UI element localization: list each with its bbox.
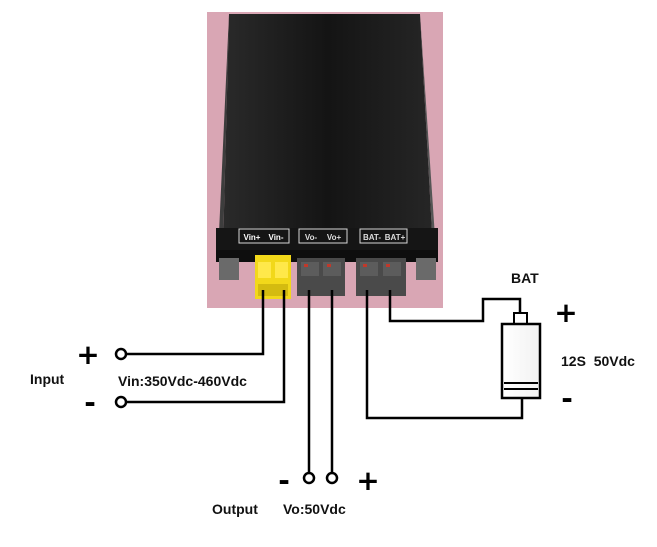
battery-plus-sign: + [554,296,577,329]
mounting-foot-right [416,258,436,280]
battery-minus-sign: - [561,382,573,415]
output-label: Output [212,501,258,517]
output-minus-sign: - [278,464,290,497]
terminal-label-vo-plus: Vo+ [327,233,342,242]
enclosure-left-edge [218,14,229,255]
converter-enclosure [223,14,433,250]
wire-input-plus [126,290,265,356]
battery-body [500,322,542,400]
terminal-label-bat-minus: BAT- [363,233,381,242]
battery-symbol [500,312,542,400]
wires [126,290,524,472]
terminal-output-minus [302,471,316,485]
terminals [114,347,339,485]
wire-input-minus [126,290,286,404]
input-minus-sign: - [84,386,96,419]
front-panel-strip [216,228,438,250]
terminal-output-plus [325,471,339,485]
terminal-input-minus [114,395,128,409]
terminal-label-vo-minus: Vo- [305,233,318,242]
terminal-labels: Vin+ Vin- Vo- Vo+ BAT- BAT+ [238,228,408,244]
wire-battery-minus [365,290,524,420]
terminal-label-vin-plus: Vin+ [244,233,261,242]
converter-photo: Vin+ Vin- Vo- Vo+ BAT- BAT+ [207,12,443,308]
mounting-foot-left [219,258,239,280]
output-plus-sign: + [356,464,379,497]
input-plus-sign: + [76,338,99,371]
battery-terminal-cap [513,312,528,325]
battery-connector [356,258,406,296]
battery-label: BAT [511,270,539,286]
input-voltage-label: Vin:350Vdc-460Vdc [118,373,247,389]
input-label: Input [30,371,65,387]
output-connector [297,258,345,296]
terminal-input-plus [114,347,128,361]
terminal-label-bat-plus: BAT+ [385,233,406,242]
terminal-label-vin-minus: Vin- [269,233,284,242]
wire-battery-plus [388,290,522,323]
battery-spec-label: 12S 50Vdc [561,353,635,369]
output-voltage-label: Vo:50Vdc [283,501,346,517]
enclosure-right-edge [420,14,436,252]
input-connector [255,255,291,299]
